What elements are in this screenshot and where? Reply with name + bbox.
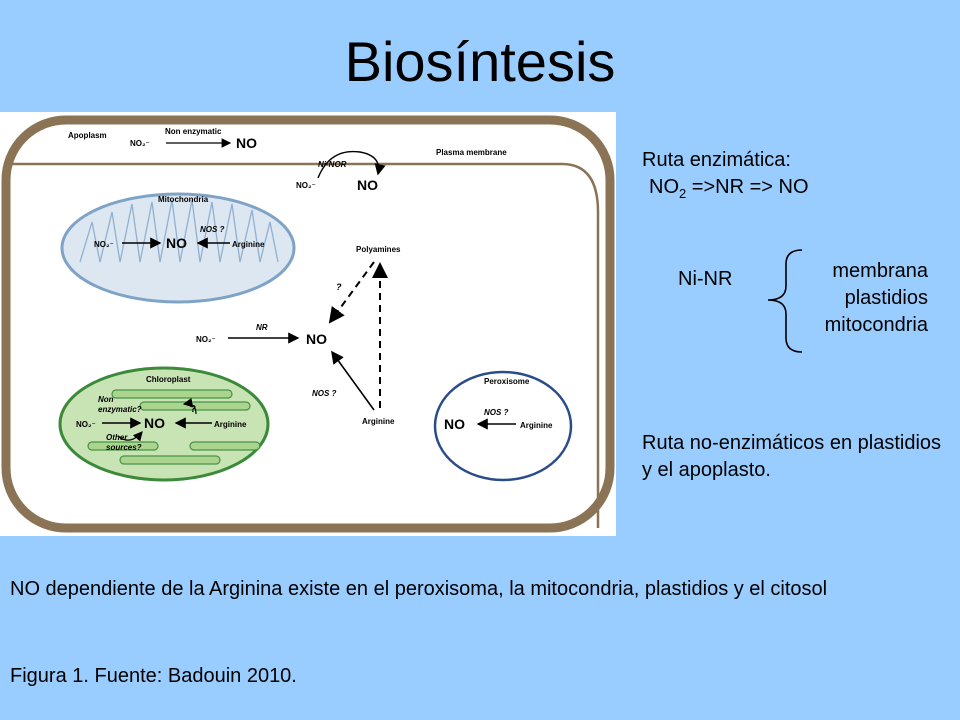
non-enzymatic-label: Non enzymatic [165, 127, 222, 136]
polyamines-label: Polyamines [356, 245, 401, 254]
cell-diagram: Apoplasm NO₂⁻ Non enzymatic NO Plasma me… [1, 115, 615, 533]
non-enz-q-2: enzymatic? [98, 405, 142, 414]
nr-label: NR [256, 323, 268, 332]
other-sources-2: sources? [106, 443, 142, 452]
mitochondria-label: Mitochondria [158, 195, 209, 204]
cell-wall [1, 115, 615, 533]
formula-suffix: =>NR => NO [686, 176, 809, 198]
polyamines-to-no-arrow [328, 261, 375, 324]
no-apoplasm: NO [236, 135, 257, 151]
no-biosynthesis-figure: Apoplasm NO₂⁻ Non enzymatic NO Plasma me… [0, 112, 616, 536]
ni-nr-label: Ni-NR [678, 268, 733, 290]
chloro-other-arrow [182, 397, 197, 415]
no-perox: NO [444, 416, 465, 432]
ruta-formula: NO2 =>NR => NO [649, 175, 809, 206]
arginine-to-no-arrow [331, 350, 375, 411]
arginine-cytosol: Arginine [362, 417, 395, 426]
slide-title: Biosíntesis [344, 30, 616, 93]
nos-mito-label: NOS ? [200, 225, 225, 234]
curly-brace [767, 249, 803, 353]
question-chloro: ? [190, 404, 196, 415]
arginine-perox: Arginine [520, 421, 553, 430]
plasma-membrane-line [12, 162, 600, 528]
no2-chloro: NO₂⁻ [76, 420, 96, 429]
peroxisome [433, 370, 573, 482]
thylakoid-stacks [87, 389, 261, 465]
no2-apoplasm: NO₂⁻ [130, 139, 150, 148]
no-chloro: NO [144, 415, 165, 431]
plasma-membrane-label: Plasma membrane [436, 148, 507, 157]
formula-subscript: 2 [679, 186, 687, 201]
chloroplast-label: Chloroplast [146, 375, 191, 384]
ni-nor-label: Ni-NOR [318, 160, 347, 169]
location-mitocondria: mitocondria [824, 314, 928, 336]
ni-nor-arrow [317, 150, 386, 179]
location-plastidios: plastidios [844, 287, 928, 309]
other-sources-arrow [117, 431, 143, 442]
arginine-mito: Arginine [232, 240, 265, 249]
nos-perox-label: NOS ? [484, 408, 509, 417]
non-enz-q-1: Non [98, 395, 114, 404]
no2-cytosol: NO₂⁻ [196, 335, 216, 344]
nos-cytosol-label: NOS ? [312, 389, 337, 398]
no2-mito: NO₂⁻ [94, 240, 114, 249]
location-list: membrana plastidios mitocondria [800, 258, 928, 339]
no-cytosol: NO [306, 331, 327, 347]
formula-prefix: NO [649, 176, 679, 198]
arginine-chloro: Arginine [214, 420, 247, 429]
apoplasm-label: Apoplasm [68, 131, 107, 140]
arginine-description: NO dependiente de la Arginina existe en … [10, 578, 828, 600]
no-ni-nor: NO [357, 177, 378, 193]
other-sources-1: Other [106, 433, 128, 442]
peroxisome-label: Peroxisome [484, 377, 530, 386]
figure-source: Figura 1. Fuente: Badouin 2010. [10, 665, 297, 687]
mitochondria-cristae [79, 199, 279, 263]
ruta-enzimatica-title: Ruta enzimática: [642, 149, 791, 171]
location-membrana: membrana [832, 260, 928, 282]
no-mito: NO [166, 235, 187, 251]
no2-ni-nor: NO₂⁻ [296, 181, 316, 190]
ruta-no-enzimatica-text: Ruta no-enzimáticos en plastidios y el a… [642, 432, 942, 481]
question-polyamines: ? [336, 282, 342, 292]
